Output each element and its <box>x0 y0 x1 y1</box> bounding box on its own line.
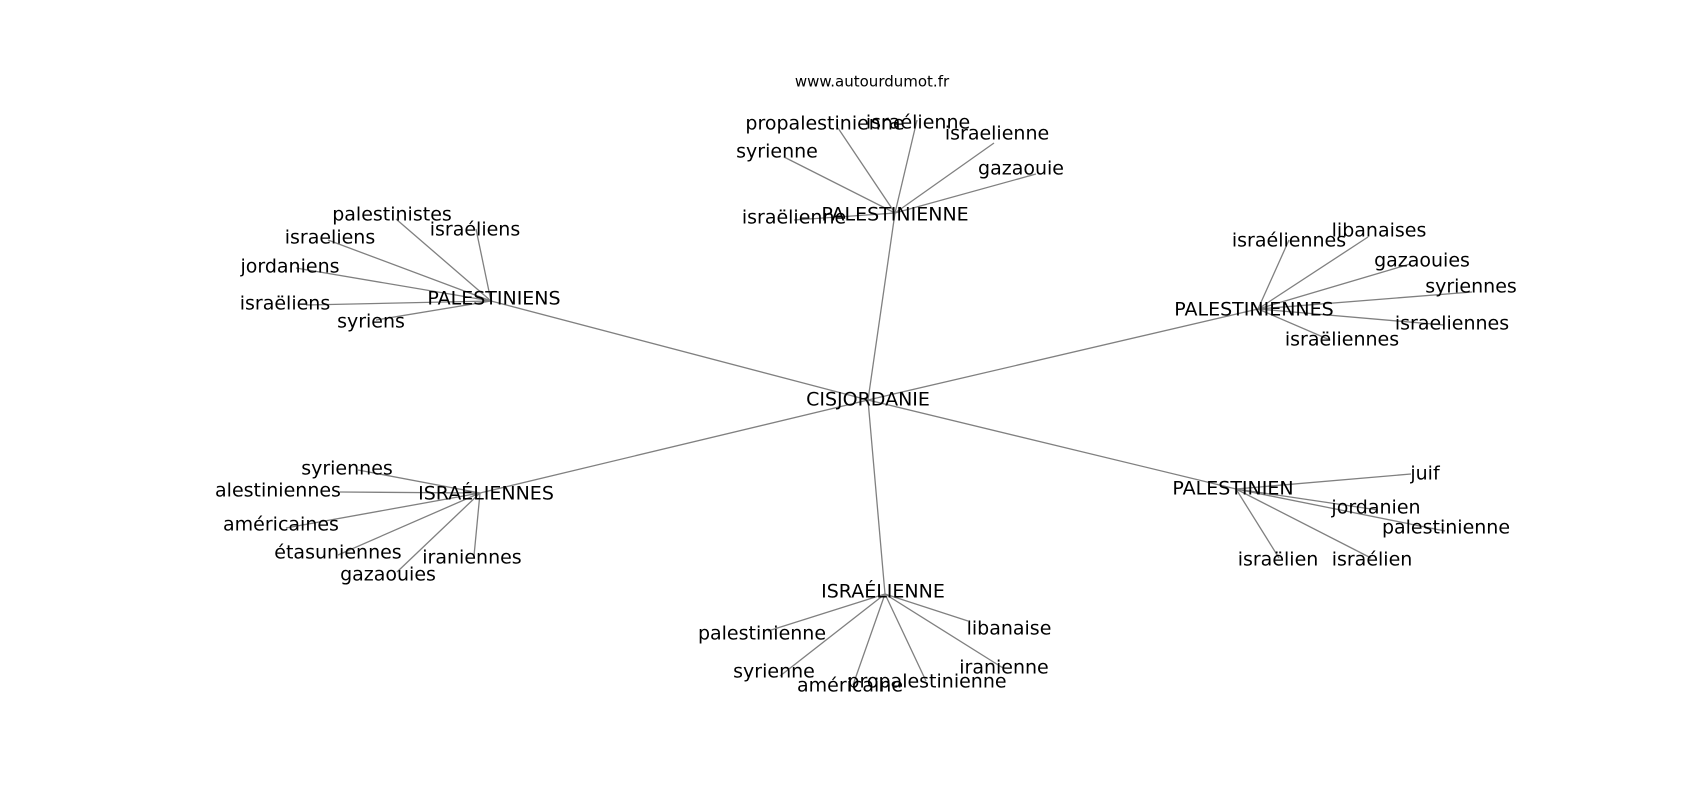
edge-palestiniens-leaf-5 <box>375 300 492 321</box>
leaf-node-label: syriennes <box>301 458 393 480</box>
edge-palestinienne-leaf-5 <box>793 212 896 221</box>
edge-israeliennes-leaf-4 <box>396 492 481 573</box>
leaf-node-label: juif <box>1409 463 1441 485</box>
center-node-label: CISJORDANIE <box>806 389 930 411</box>
leaf-node-label: israeliennes <box>1395 313 1509 335</box>
edge-israeliennes-leaf-1 <box>339 491 481 494</box>
leaf-node-label: palestinienne <box>698 623 826 645</box>
edge-center-to-palestiniennes <box>867 308 1259 401</box>
hub-node-label-israelienne: ISRAÉLIENNE <box>821 580 945 603</box>
leaf-node-label: israeliens <box>285 227 376 249</box>
edge-israelienne-leaf-1 <box>884 593 969 622</box>
leaf-node-label: propalestinienne <box>745 113 904 135</box>
leaf-node-label: israëlienne <box>742 207 846 229</box>
leaf-node-label: israelienne <box>945 123 1049 145</box>
source-label: www.autourdumot.fr <box>795 73 950 91</box>
edge-palestiniennes-leaf-0 <box>1257 239 1290 310</box>
labels-layer: www.autourdumot.fr CISJORDANIE PALESTINI… <box>215 73 1517 697</box>
leaf-node-label: libanaises <box>1332 220 1427 242</box>
edge-palestiniens-leaf-2 <box>327 239 492 302</box>
edge-palestiniens-leaf-3 <box>295 267 492 302</box>
leaf-node-label: iraniennes <box>422 547 521 569</box>
edge-palestinienne-leaf-0 <box>837 127 896 214</box>
edge-israelienne-leaf-3 <box>884 593 1004 669</box>
edge-palestinien-leaf-4 <box>1235 488 1372 559</box>
edge-center-to-israelienne <box>867 399 886 595</box>
hub-node-label-palestiniennes: PALESTINIENNES <box>1174 299 1333 321</box>
leaf-node-label: syriens <box>337 311 405 333</box>
leaf-node-label: israéliennes <box>1232 230 1346 252</box>
edge-israeliennes-leaf-3 <box>337 492 481 556</box>
edge-palestinienne-leaf-3 <box>894 173 1037 214</box>
leaf-node-label: jordanien <box>1330 497 1420 519</box>
edge-israelienne-leaf-4 <box>852 593 886 686</box>
hub-node-label-palestinienne: PALESTINIENNE <box>821 204 968 226</box>
leaf-node-label: syrienne <box>733 661 815 683</box>
leaf-node-label: israélienne <box>866 112 970 134</box>
edge-palestinienne-leaf-1 <box>894 119 918 214</box>
edge-palestiniens-leaf-4 <box>305 300 492 306</box>
leaf-node-label: palestinistes <box>332 204 452 226</box>
leaf-node-label: américaines <box>223 514 339 536</box>
edge-palestiniennes-leaf-1 <box>1257 236 1369 310</box>
leaf-node-label: israëliennes <box>1285 329 1399 351</box>
edge-israeliennes-leaf-2 <box>285 492 481 529</box>
leaf-node-label: libanaise <box>967 618 1052 640</box>
leaf-node-label: gazaouie <box>978 158 1064 180</box>
edge-palestiniennes-leaf-2 <box>1257 263 1411 310</box>
edge-palestinien-leaf-1 <box>1235 488 1379 511</box>
edge-palestiniennes-leaf-3 <box>1257 291 1473 310</box>
edge-israeliennes-leaf-0 <box>357 469 481 494</box>
edge-center-to-israeliennes <box>479 399 869 494</box>
edge-palestinien-leaf-2 <box>1235 488 1446 532</box>
leaf-node-label: américaine <box>797 675 903 697</box>
leaf-node-label: palestinienne <box>1382 517 1510 539</box>
edge-palestiniennes-leaf-5 <box>1257 308 1331 341</box>
hub-node-label-palestinien: PALESTINIEN <box>1172 478 1293 500</box>
edge-israeliennes-leaf-5 <box>473 492 481 557</box>
edge-palestinienne-leaf-4 <box>783 156 896 214</box>
leaf-node-label: israëlien <box>1238 549 1319 571</box>
edge-israelienne-leaf-2 <box>779 593 886 677</box>
edge-palestiniennes-leaf-4 <box>1257 308 1445 326</box>
edge-palestinien-leaf-0 <box>1235 473 1412 490</box>
hub-node-label-palestiniens: PALESTINIENS <box>427 288 560 310</box>
leaf-node-label: israëliens <box>240 293 331 315</box>
edge-palestinienne-leaf-2 <box>894 142 995 214</box>
leaf-node-label: israélien <box>1332 549 1413 571</box>
edge-israelienne-leaf-0 <box>767 593 886 632</box>
leaf-node-label: gazaouies <box>1374 250 1470 272</box>
hub-node-label-israeliennes: ISRAÉLIENNES <box>418 482 554 505</box>
leaf-node-label: syriennes <box>1425 276 1517 298</box>
edge-center-to-palestinienne <box>867 212 896 401</box>
edge-palestiniens-leaf-0 <box>395 218 492 302</box>
edge-center-to-palestiniens <box>490 300 869 401</box>
leaf-node-label: étasuniennes <box>274 542 401 564</box>
leaf-node-label: iranienne <box>959 657 1049 679</box>
edges-layer <box>285 119 1473 686</box>
edge-palestinien-leaf-3 <box>1235 488 1280 559</box>
leaf-node-label: gazaouies <box>340 564 436 586</box>
edge-center-to-palestinien <box>867 399 1237 490</box>
edge-palestiniens-leaf-1 <box>475 228 492 302</box>
leaf-node-label: israéliens <box>430 219 521 241</box>
edge-israelienne-leaf-5 <box>884 593 927 682</box>
leaf-node-label: syrienne <box>736 141 818 163</box>
leaf-node-label: jordaniens <box>239 256 339 278</box>
leaf-node-label: alestiniennes <box>215 480 341 502</box>
leaf-node-label: propalestinienne <box>847 671 1006 693</box>
